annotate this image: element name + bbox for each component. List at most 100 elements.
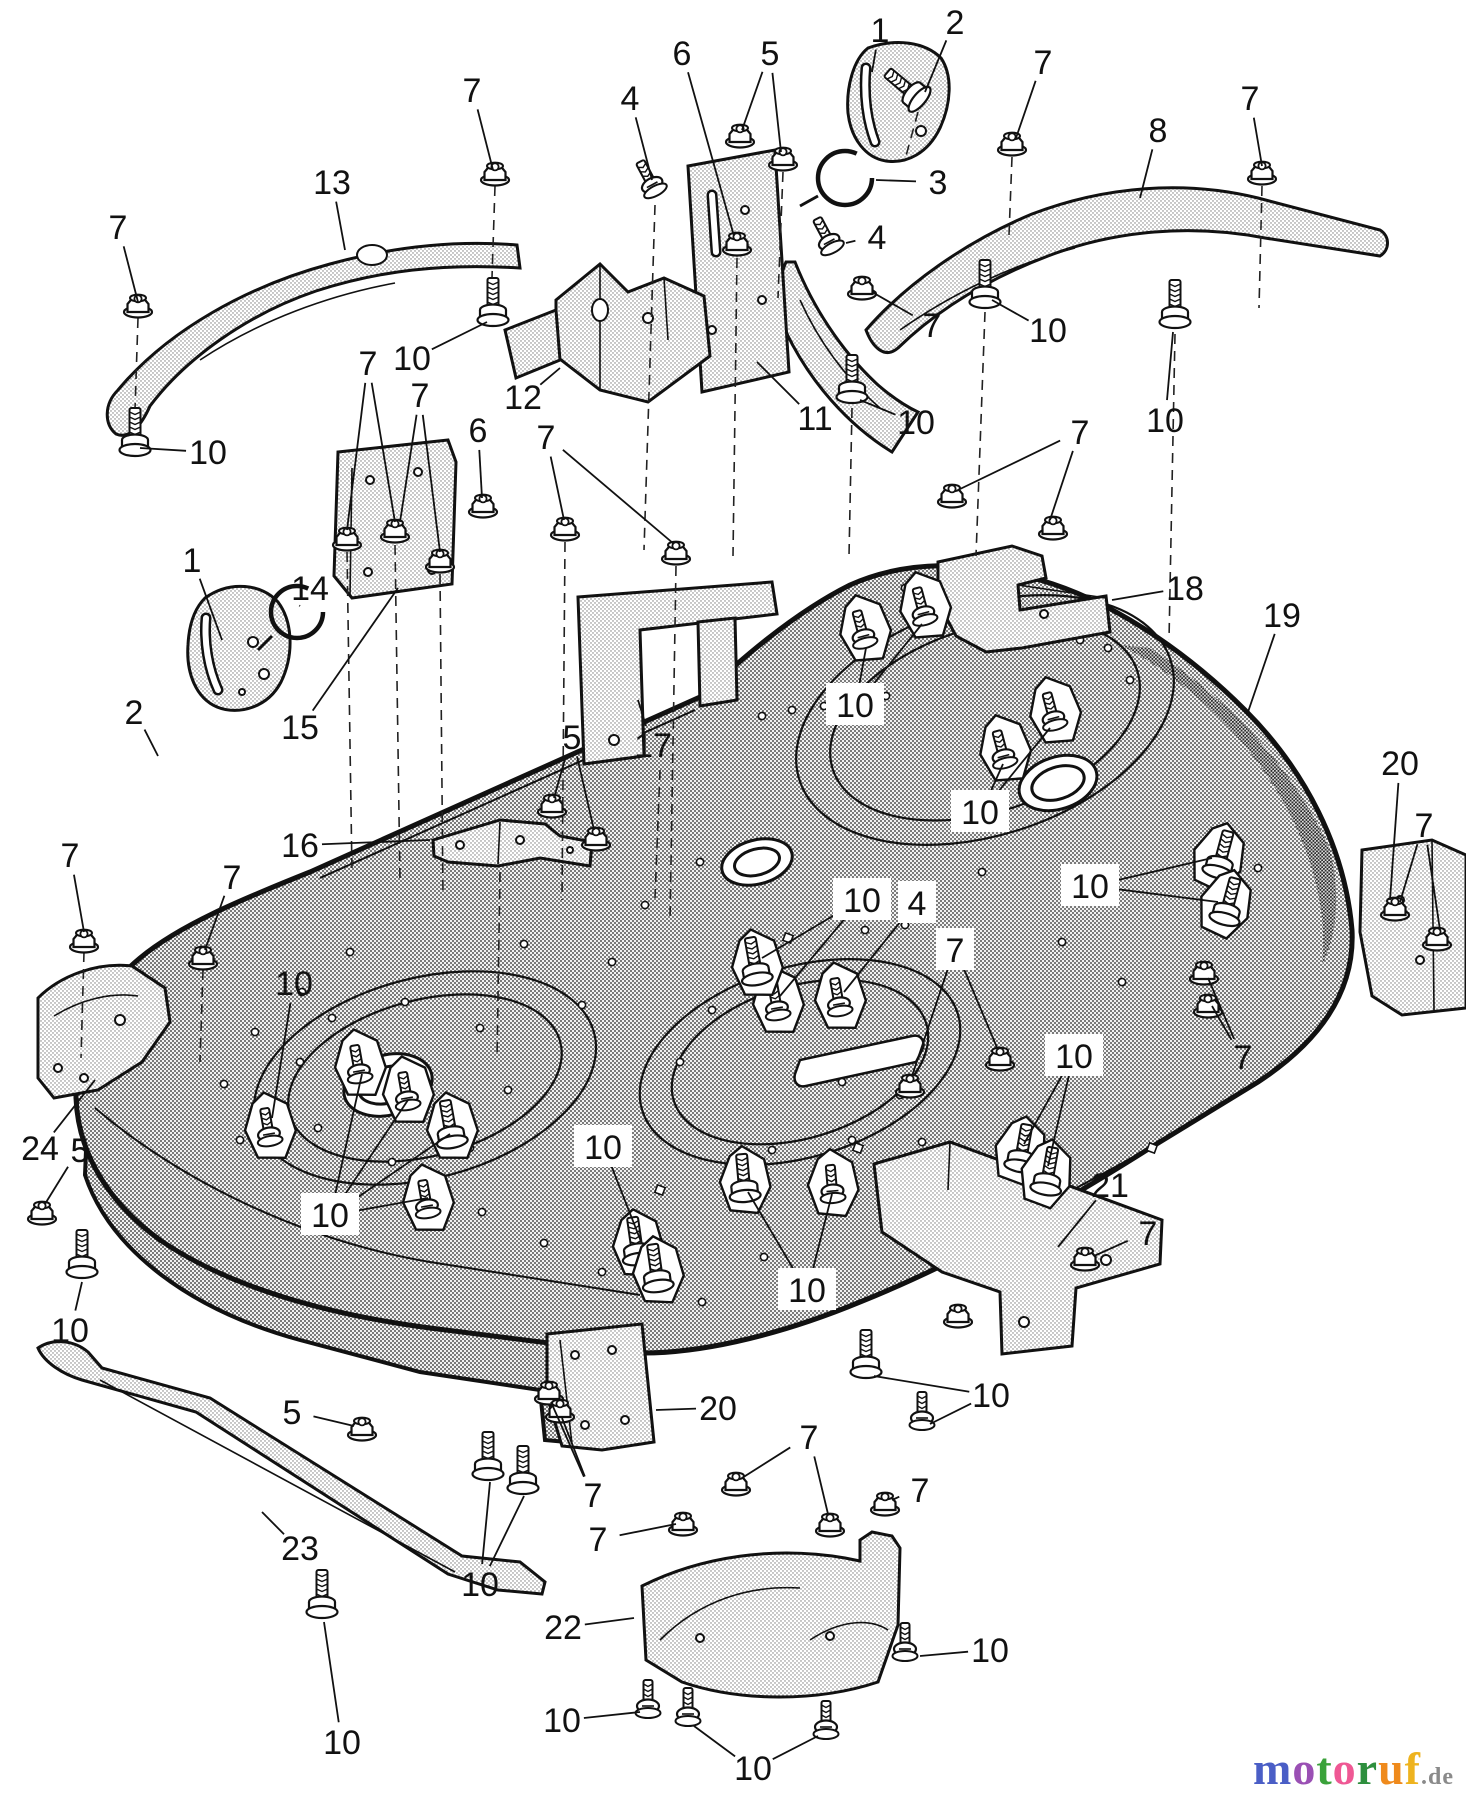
fastener-bolt bbox=[740, 935, 774, 987]
callout-10: 10 bbox=[859, 399, 935, 442]
leader-line bbox=[988, 763, 1004, 795]
thread bbox=[640, 167, 649, 173]
fasteners-layer bbox=[26, 67, 1453, 1740]
leader-line bbox=[476, 109, 494, 171]
callout-number: 10 bbox=[323, 1724, 361, 1762]
alignment-line bbox=[496, 871, 501, 1059]
leader-line bbox=[761, 909, 844, 959]
leader-line bbox=[139, 447, 187, 452]
callout-24: 24 bbox=[21, 1079, 96, 1168]
deck-hole bbox=[250, 1027, 260, 1037]
leader-line bbox=[962, 968, 999, 1051]
callout-10: 10 bbox=[1023, 1034, 1103, 1167]
fastener-flange-nut bbox=[544, 1398, 576, 1424]
leader-line bbox=[1399, 843, 1419, 903]
leader-line bbox=[1247, 633, 1276, 713]
thread bbox=[262, 1120, 272, 1126]
callout-21: 21 bbox=[1057, 1167, 1129, 1248]
thread bbox=[400, 1084, 410, 1090]
thread bbox=[890, 73, 899, 83]
callout-7: 7 bbox=[1399, 807, 1441, 931]
thread bbox=[487, 296, 499, 301]
deck-square-hole bbox=[851, 1141, 865, 1155]
part-hole bbox=[1018, 1316, 1030, 1328]
screw-slot bbox=[857, 633, 870, 639]
callout-number: 20 bbox=[1381, 745, 1419, 783]
leader-line bbox=[553, 755, 567, 799]
thread bbox=[1045, 1154, 1057, 1160]
callout-7: 7 bbox=[1207, 977, 1252, 1077]
part-detail-line bbox=[809, 1621, 889, 1641]
leader-line bbox=[845, 239, 856, 244]
leader-line bbox=[539, 367, 561, 386]
fastener-flange-nut bbox=[767, 146, 799, 172]
leader-line bbox=[1211, 1005, 1233, 1041]
leader-line bbox=[924, 40, 948, 93]
watermark-letter: m bbox=[1253, 1743, 1293, 1794]
alignment-line bbox=[346, 551, 353, 873]
leader-line bbox=[1111, 590, 1164, 601]
fastener-flange-nut bbox=[1421, 926, 1453, 952]
part-16-bracket bbox=[431, 818, 594, 868]
watermark-suffix: .de bbox=[1421, 1764, 1454, 1790]
bolt-flange bbox=[506, 1480, 540, 1496]
fastener-screw bbox=[826, 977, 854, 1018]
part-hole bbox=[1415, 955, 1425, 965]
thread bbox=[442, 1117, 455, 1123]
callout-10: 10 bbox=[139, 434, 227, 472]
fastener-bolt bbox=[305, 1569, 339, 1620]
thread bbox=[819, 228, 829, 235]
part-21-bracket bbox=[872, 1140, 1164, 1356]
thread bbox=[316, 1583, 328, 1588]
callout-2: 2 bbox=[125, 694, 159, 757]
alignment-line bbox=[133, 317, 139, 441]
callout-14: 14 bbox=[291, 570, 329, 608]
deck-hole bbox=[327, 1013, 337, 1023]
fastener-flange-nut bbox=[1188, 960, 1220, 986]
thread bbox=[683, 1701, 693, 1706]
screw-slot bbox=[352, 1069, 366, 1073]
screw-slot bbox=[646, 181, 658, 189]
thread bbox=[643, 1693, 653, 1698]
part-detail-line bbox=[53, 994, 139, 1017]
callout-number: 16 bbox=[281, 827, 319, 865]
part-18-bracket bbox=[936, 544, 1112, 654]
thread bbox=[900, 1626, 910, 1631]
deck-hole bbox=[697, 1297, 707, 1307]
part-hole bbox=[365, 475, 375, 485]
thread bbox=[855, 622, 866, 628]
bolt-flange bbox=[1029, 1181, 1063, 1197]
thread bbox=[316, 1578, 328, 1583]
thread bbox=[737, 1171, 749, 1177]
thread bbox=[826, 1173, 836, 1178]
callout-10: 10 bbox=[747, 1191, 836, 1310]
fastener-screw bbox=[891, 1622, 919, 1662]
screw-slot bbox=[832, 1002, 846, 1006]
part-hole bbox=[1100, 1254, 1112, 1266]
deck-hole bbox=[757, 711, 767, 721]
callout-number: 7 bbox=[1034, 44, 1053, 82]
screw-washer bbox=[634, 1707, 662, 1719]
thread bbox=[979, 273, 991, 278]
thread bbox=[517, 1464, 529, 1469]
callout-number: 10 bbox=[971, 1632, 1009, 1670]
deck-hole bbox=[767, 1145, 777, 1155]
deck-hole bbox=[917, 1137, 927, 1147]
leader-line bbox=[370, 382, 396, 523]
fastener-flange-nut bbox=[1379, 896, 1411, 922]
callout-number: 10 bbox=[1071, 868, 1109, 906]
thread bbox=[846, 368, 858, 373]
deck-square-hole bbox=[653, 1183, 667, 1197]
callout-4: 4 bbox=[621, 80, 653, 181]
thread bbox=[979, 268, 991, 273]
fastener-flange-nut bbox=[580, 826, 612, 852]
callout-number: 7 bbox=[359, 345, 378, 383]
callout-box bbox=[574, 1125, 632, 1167]
part-hole bbox=[591, 298, 609, 322]
leader-line bbox=[1023, 1072, 1064, 1145]
fastener-screw bbox=[256, 1107, 284, 1148]
leader-line bbox=[919, 1650, 969, 1657]
callout-number: 5 bbox=[283, 1394, 302, 1432]
deck-spindle-hole bbox=[1030, 764, 1086, 802]
screw-slot bbox=[770, 1006, 784, 1010]
